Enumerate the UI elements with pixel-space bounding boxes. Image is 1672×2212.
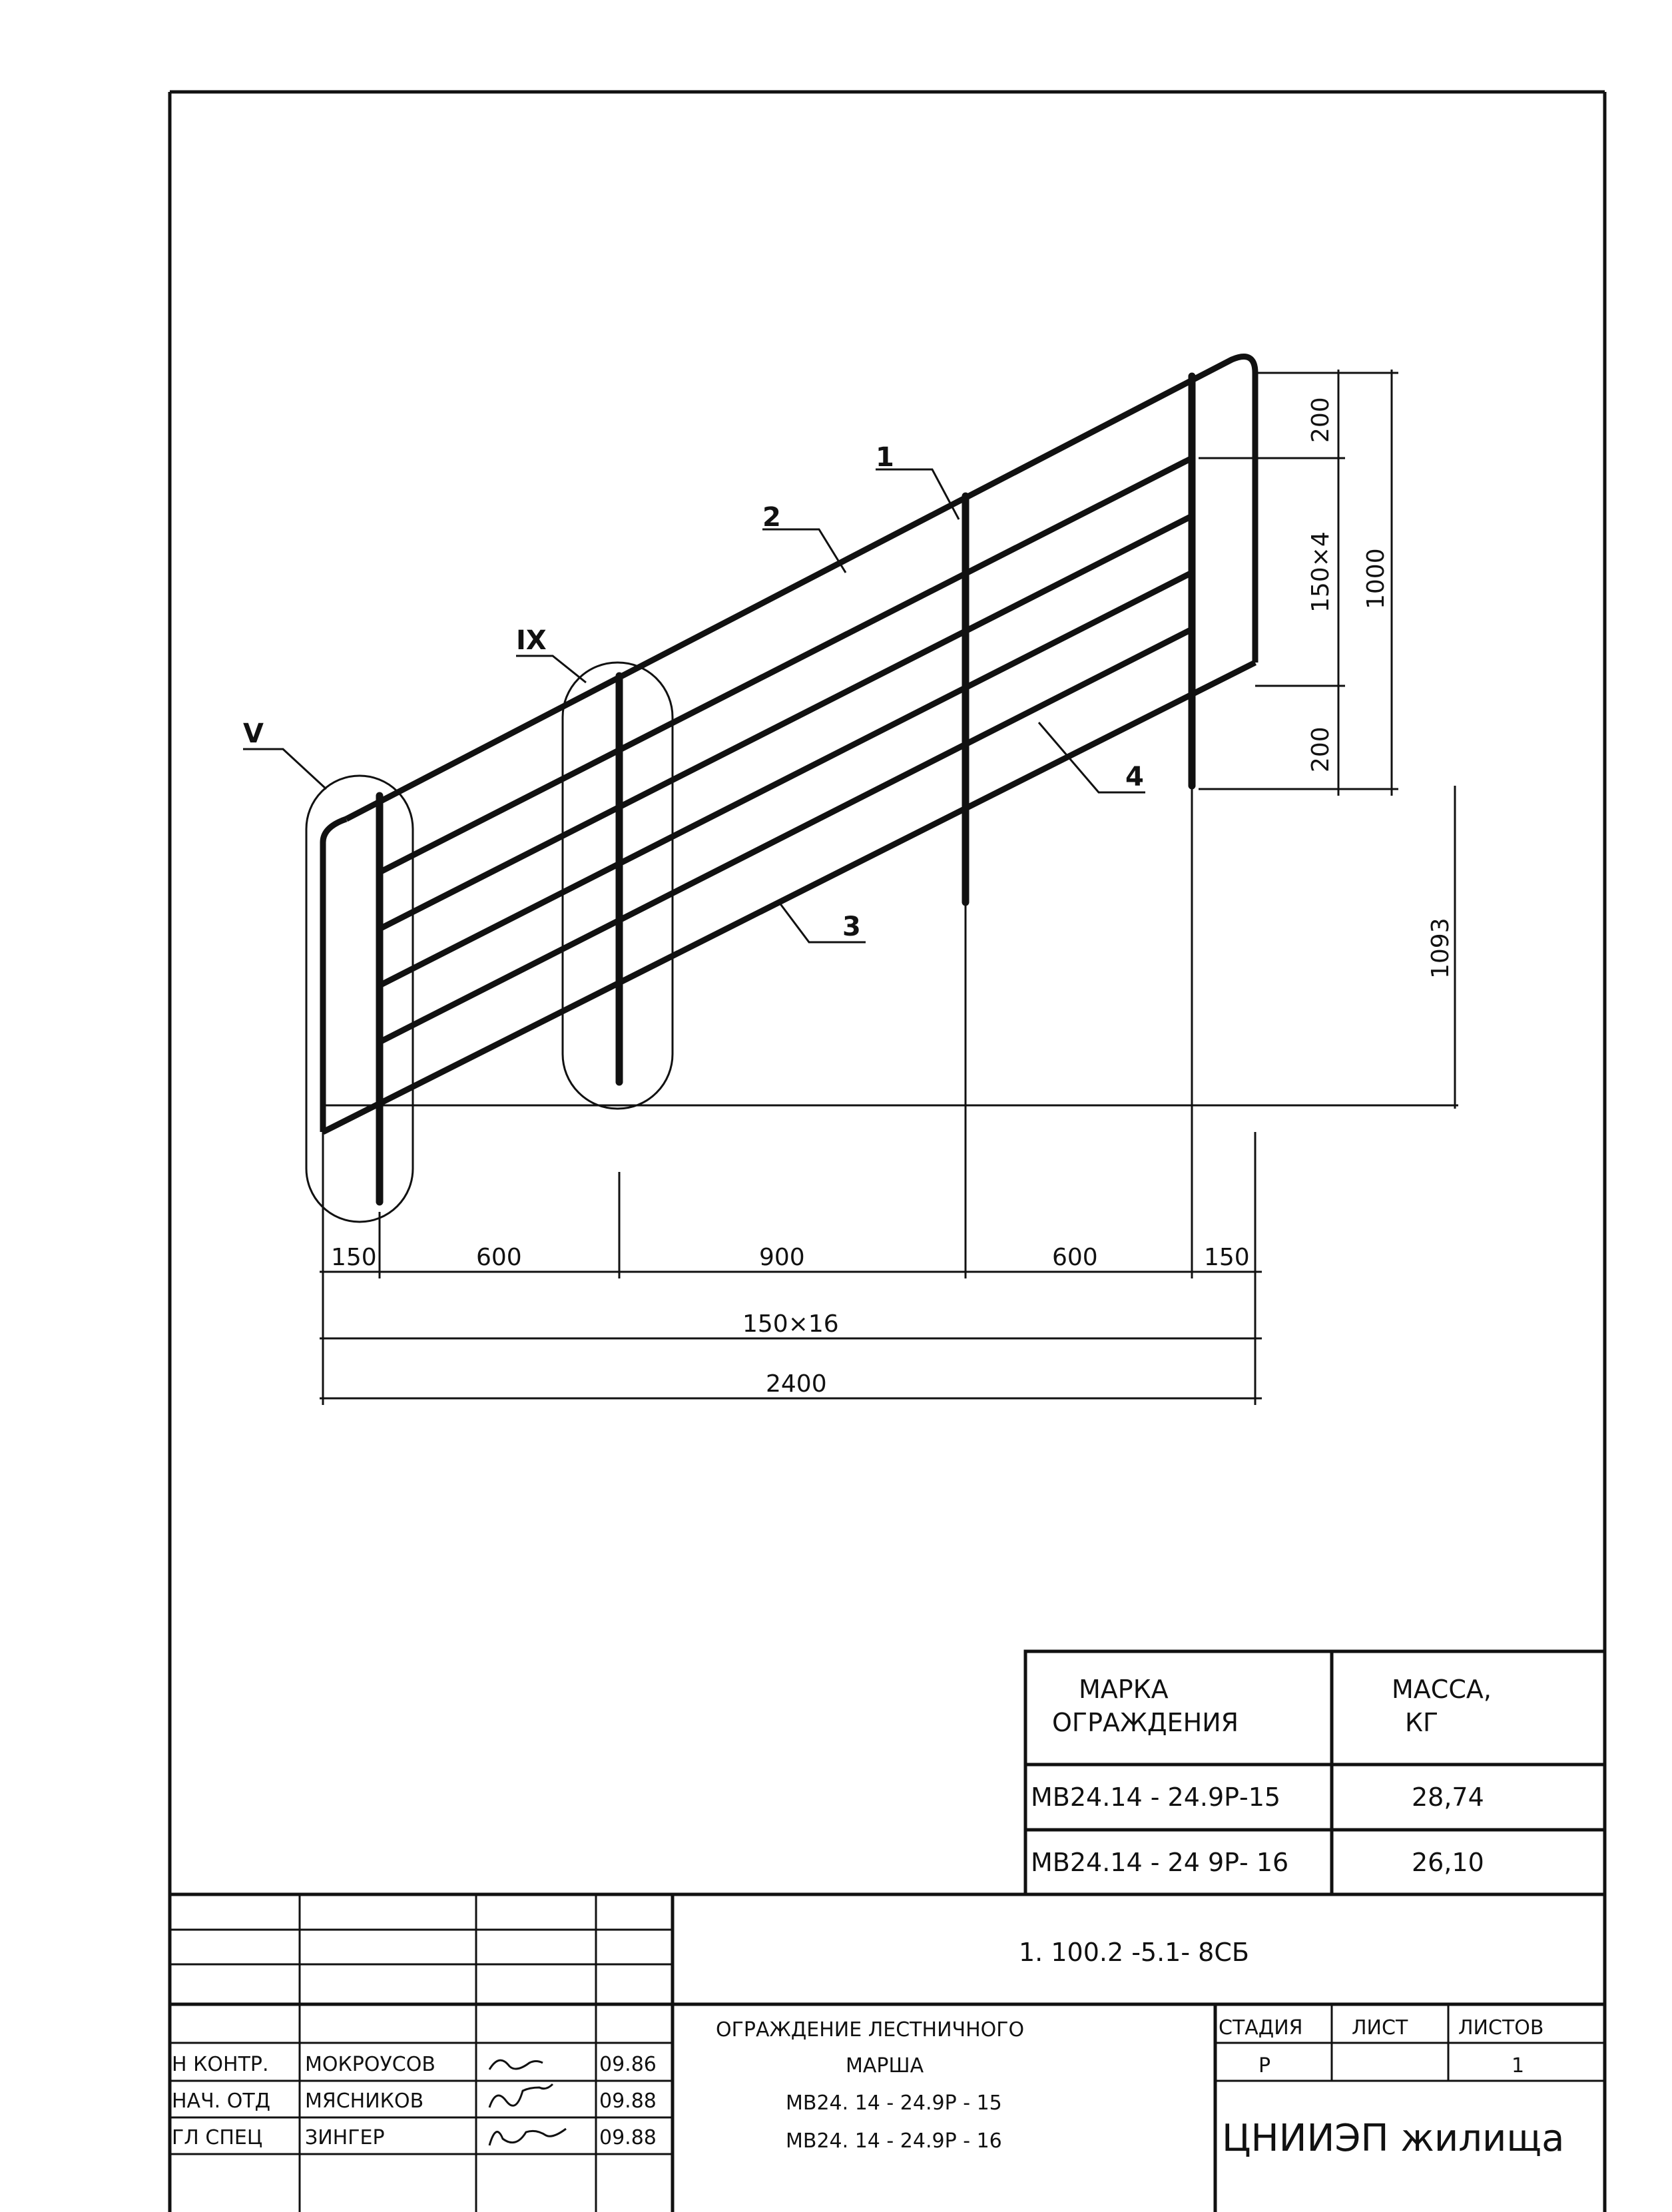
dim-150-left: 150 [331, 1244, 377, 1271]
mass-table-row-mass: 28,74 [1412, 1783, 1484, 1812]
leader-label-3: 3 [842, 912, 861, 942]
railing-assembly [305, 354, 1258, 1223]
dim-150-right: 150 [1204, 1244, 1250, 1271]
title-line-2: МАРША [846, 2054, 924, 2077]
title-line-3: МВ24. 14 - 24.9Р - 15 [786, 2091, 1002, 2115]
stage-value: Р [1258, 2054, 1270, 2077]
mass-table-header-mass-1: МАССА, [1392, 1675, 1492, 1704]
staff-name: МОКРОУСОВ [305, 2053, 435, 2076]
leader-label-4: 4 [1125, 762, 1144, 792]
dim-200-top: 200 [1307, 397, 1334, 443]
frame-bottom-rail [321, 659, 1257, 1135]
frame-left-post [320, 816, 348, 1132]
mass-table: МАРКА ОГРАЖДЕНИЯ МАССА, КГ МВ24.14 - 24.… [1023, 1649, 1607, 1896]
dim-total-2400: 2400 [766, 1370, 827, 1398]
sheets-value: 1 [1512, 2054, 1524, 2077]
dim-150x4: 150×4 [1307, 531, 1334, 613]
dim-1093: 1093 [1427, 918, 1454, 979]
staff-date: 09.88 [599, 2126, 657, 2149]
staff-role: НАЧ. ОТД [172, 2089, 270, 2113]
staff-date: 09.88 [599, 2089, 657, 2113]
mass-table-header-mark-1: МАРКА [1079, 1675, 1169, 1704]
detail-v-outline [305, 774, 414, 1223]
stage-label: СТАДИЯ [1219, 2016, 1303, 2040]
dim-900: 900 [759, 1244, 805, 1271]
staff-name: МЯСНИКОВ [305, 2089, 423, 2113]
leader-label-v: V [243, 718, 264, 749]
bottom-dimensions: 150 600 900 600 150 150×16 2400 [320, 789, 1262, 1405]
detail-ix-outline [561, 661, 674, 1110]
staff-role: ГЛ СПЕЦ [172, 2126, 262, 2149]
staff-role: Н КОНТР. [172, 2053, 269, 2076]
drawing-code: 1. 100.2 -5.1- 8СБ [1019, 1938, 1249, 1967]
organization-name: ЦНИИЭП жилища [1222, 2117, 1564, 2160]
mass-table-row-mass: 26,10 [1412, 1848, 1484, 1877]
right-dimensions: 200 150×4 1000 200 1093 [323, 370, 1458, 1109]
title-block: 1. 100.2 -5.1- 8СБ ОГРАЖДЕНИЕ ЛЕСТНИЧНОГ… [170, 1892, 1605, 2212]
dim-600-left: 600 [476, 1244, 522, 1271]
signature-marks [488, 2059, 567, 2146]
dim-600-right: 600 [1052, 1244, 1098, 1271]
mass-table-header-mark-2: ОГРАЖДЕНИЯ [1052, 1708, 1239, 1737]
leader-labels: 1 2 3 4 V IX [243, 442, 1145, 944]
mass-table-row-mark: МВ24.14 - 24.9Р-15 [1031, 1783, 1280, 1812]
title-line-1: ОГРАЖДЕНИЕ ЛЕСТНИЧНОГО [716, 2018, 1024, 2042]
leader-label-2: 2 [762, 502, 781, 533]
staff-name: ЗИНГЕР [305, 2126, 385, 2149]
staff-date: 09.86 [599, 2053, 657, 2076]
frame-top-rail [344, 354, 1258, 822]
leader-label-1: 1 [876, 442, 894, 473]
sheets-label: ЛИСТОВ [1458, 2016, 1543, 2040]
mass-table-row-mark: МВ24.14 - 24 9Р- 16 [1031, 1848, 1288, 1877]
mass-table-header-mass-2: КГ [1405, 1708, 1438, 1737]
dim-step: 150×16 [742, 1310, 839, 1338]
dim-200-bottom: 200 [1307, 726, 1334, 772]
leader-label-ix: IX [516, 625, 547, 656]
dim-1000: 1000 [1362, 548, 1390, 609]
sheet-label: ЛИСТ [1352, 2016, 1408, 2040]
title-line-4: МВ24. 14 - 24.9Р - 16 [786, 2129, 1002, 2153]
